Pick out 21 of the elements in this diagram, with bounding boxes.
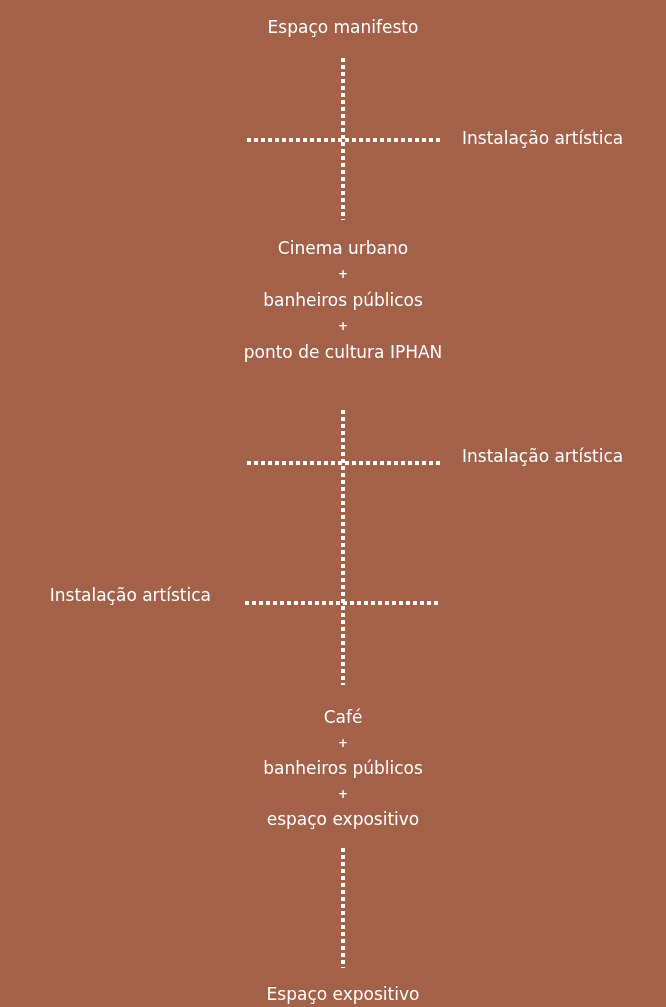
node-label: ponto de cultura IPHAN bbox=[242, 341, 444, 364]
node-label: banheiros públicos bbox=[262, 289, 424, 312]
plus-sign: + bbox=[336, 734, 350, 752]
dotted-line bbox=[245, 138, 440, 142]
node-label: Cinema urbano bbox=[276, 237, 410, 260]
node-label: Instalação artística bbox=[48, 584, 211, 607]
plus-sign: + bbox=[336, 785, 350, 803]
node-label: Café bbox=[322, 706, 364, 729]
dotted-line bbox=[245, 461, 440, 465]
dotted-line bbox=[341, 410, 345, 685]
node-label: Instalação artística bbox=[462, 127, 625, 150]
dotted-line bbox=[341, 848, 345, 968]
dotted-line bbox=[341, 58, 345, 220]
node-label: Espaço expositivo bbox=[265, 983, 421, 1006]
plus-sign: + bbox=[336, 266, 350, 283]
plus-sign: + bbox=[336, 318, 350, 335]
node-label: espaço expositivo bbox=[265, 808, 421, 831]
dotted-line bbox=[245, 601, 440, 605]
node-label: Espaço manifesto bbox=[266, 16, 420, 39]
node-label: Instalação artística bbox=[462, 445, 625, 468]
node-label: banheiros públicos bbox=[262, 757, 424, 780]
